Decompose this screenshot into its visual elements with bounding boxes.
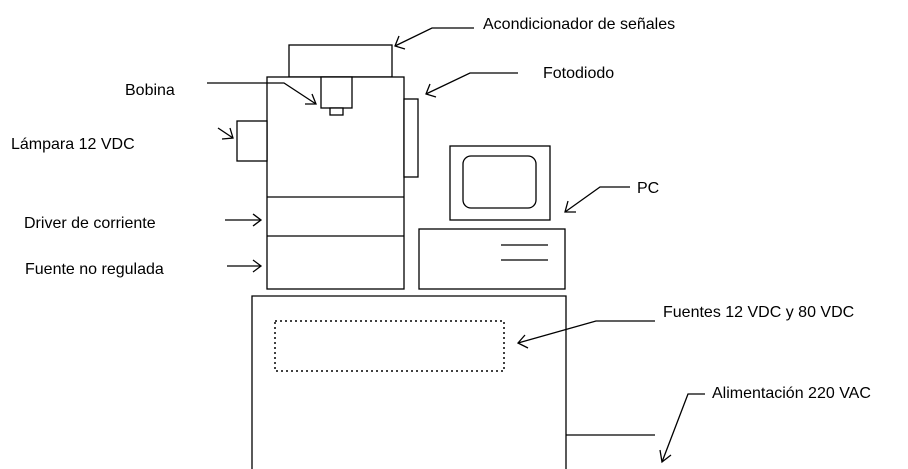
unregulated-source-label: Fuente no regulada [25,261,164,278]
pc-monitor [449,145,551,221]
signal-conditioner-label: Acondicionador de señales [483,16,675,33]
unregulated-source-arrow [227,259,263,273]
lamp-label: Lámpara 12 VDC [11,136,135,153]
power-supply-cabinet [251,295,655,469]
current-driver-label: Driver de corriente [24,215,156,232]
mains-power-label: Alimentación 220 VAC [712,385,871,402]
coil-component [320,76,353,116]
pc-arrow [564,186,630,213]
signal-conditioner-unit [288,44,393,78]
signal-conditioner-arrow [394,27,474,50]
power-supplies-region [274,320,505,372]
photodiode-arrow [425,72,518,98]
lamp-arrow [217,127,234,140]
mains-power-arrow [659,393,705,464]
current-driver-arrow [225,213,263,227]
power-supplies-label: Fuentes 12 VDC y 80 VDC [663,304,854,321]
lamp-component [236,120,268,162]
pc-base-unit [418,228,566,290]
coil-arrow [207,82,317,105]
coil-label: Bobina [125,82,175,99]
pc-label: PC [637,180,659,197]
power-supplies-arrow [516,320,655,349]
photodiode-label: Fotodiodo [543,65,614,82]
photodiode-component [403,98,419,178]
